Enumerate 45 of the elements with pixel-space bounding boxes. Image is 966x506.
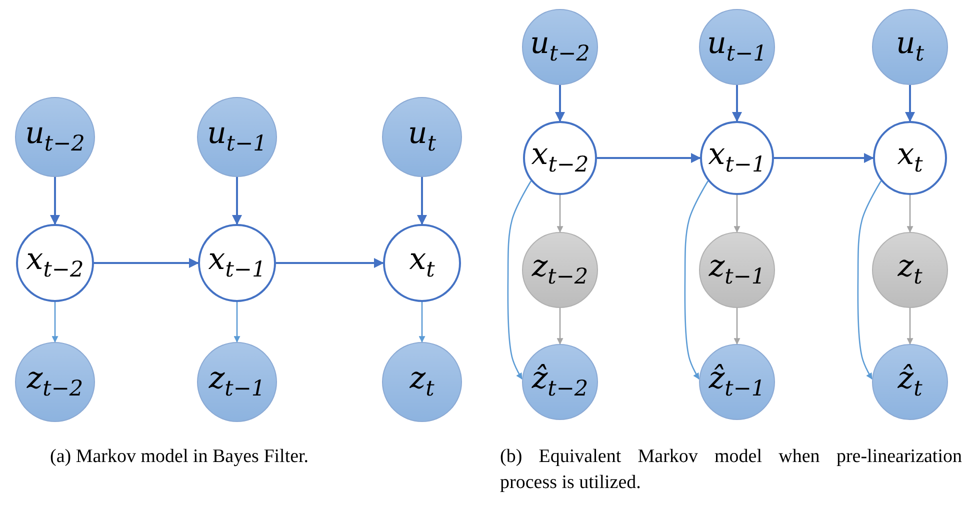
arrow: [276, 258, 384, 268]
variable-label: z$_{t}$: [410, 364, 434, 400]
arrow: [418, 302, 426, 343]
variable-label: x$_{t}$: [897, 140, 923, 176]
arrow: [905, 85, 915, 122]
variable-label: ẑ$_{t}$: [898, 364, 922, 400]
arrow: [52, 302, 58, 343]
arrow: [417, 177, 427, 225]
variable-label: u$_{t−2}$: [530, 28, 590, 66]
arrow: [94, 258, 199, 268]
variable-label: z$_{t−2}$: [532, 252, 588, 288]
arrow: [732, 85, 742, 122]
arrow: [857, 180, 882, 380]
variable-label: z$_{t}$: [898, 252, 922, 288]
variable-label: ẑ$_{t−1}$: [708, 364, 766, 400]
arrow: [774, 153, 874, 163]
variable-label: x$_{t−1}$: [708, 140, 766, 176]
variable-label: z$_{t−1}$: [708, 252, 766, 288]
variable-label: ẑ$_{t−2}$: [532, 364, 588, 400]
variable-label: z$_{t−2}$: [26, 364, 84, 400]
variable-label: u$_{t−2}$: [25, 118, 85, 156]
variable-label: x$_{t−1}$: [208, 244, 266, 282]
arrow: [556, 195, 564, 233]
arrow: [684, 180, 709, 380]
arrow: [234, 302, 240, 343]
variable-label: u$_{t}$: [896, 28, 924, 66]
arrow: [556, 308, 564, 345]
variable-label: x$_{t−2}$: [531, 140, 589, 176]
variable-label: u$_{t}$: [408, 118, 436, 156]
arrow: [734, 195, 740, 233]
variable-label: u$_{t−1}$: [707, 28, 767, 66]
caption: (a) Markov model in Bayes Filter.: [50, 445, 310, 469]
caption: (b) Equivalent Markov model when pre-linearization process is utilized.: [500, 445, 962, 495]
arrow: [906, 195, 914, 233]
variable-label: x$_{t−2}$: [26, 244, 84, 282]
arrow: [906, 308, 914, 345]
variable-label: u$_{t−1}$: [207, 118, 267, 156]
arrow: [232, 177, 242, 225]
arrow: [555, 85, 565, 122]
arrow: [50, 177, 60, 225]
arrow: [507, 180, 532, 380]
variable-label: x$_{t}$: [409, 244, 435, 282]
arrow: [597, 153, 701, 163]
variable-label: z$_{t−1}$: [208, 364, 266, 400]
arrow: [734, 308, 740, 345]
